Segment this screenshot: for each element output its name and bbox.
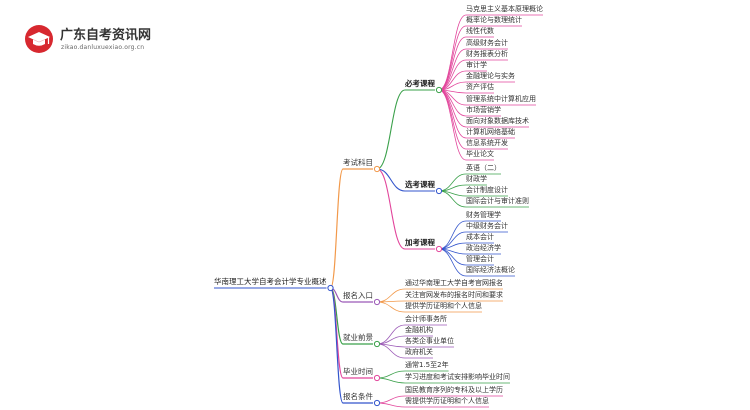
expand-toggle-icon[interactable] — [373, 165, 381, 173]
expand-toggle-icon[interactable] — [435, 245, 443, 253]
leaf-required-course[interactable]: 毕业论文 — [466, 150, 494, 158]
expand-toggle-icon[interactable] — [435, 86, 443, 94]
leaf-elective-course[interactable]: 财政学 — [466, 175, 487, 183]
site-name: 广东自考资讯网 — [60, 28, 152, 43]
branch-career-prospects[interactable]: 就业前景 — [343, 333, 373, 342]
leaf-additional-course[interactable]: 中级财务会计 — [466, 222, 508, 230]
leaf-additional-course[interactable]: 财务管理学 — [466, 211, 501, 219]
expand-toggle-icon[interactable] — [373, 340, 381, 348]
leaf-link — [376, 343, 406, 359]
leaf-career-prospect[interactable]: 会计师事务所 — [405, 315, 447, 323]
leaf-link — [376, 402, 406, 408]
leaf-link — [438, 220, 467, 250]
mindmap-root[interactable]: 华南理工大学自考会计学专业概述 — [214, 277, 327, 286]
leaf-link — [376, 335, 406, 345]
leaf-additional-course[interactable]: 成本会计 — [466, 233, 494, 241]
leaf-required-course[interactable]: 财务报表分析 — [466, 50, 508, 58]
leaf-additional-course[interactable]: 管理会计 — [466, 255, 494, 263]
branch-link — [329, 168, 344, 289]
leaf-required-course[interactable]: 信息系统开发 — [466, 139, 508, 147]
leaf-link — [438, 36, 467, 91]
branch-registration-entry[interactable]: 报名入口 — [343, 291, 373, 300]
leaf-additional-course[interactable]: 政治经济学 — [466, 244, 501, 252]
leaf-link — [376, 395, 406, 404]
leaf-link — [376, 377, 406, 384]
leaf-required-course[interactable]: 马克思主义基本原理概论 — [466, 5, 543, 13]
leaf-additional-course[interactable]: 国际经济法概论 — [466, 266, 515, 274]
leaf-elective-course[interactable]: 国际会计与审计准则 — [466, 197, 529, 205]
leaf-graduation-time[interactable]: 通常1.5至2年 — [405, 361, 449, 369]
leaf-link — [438, 59, 467, 91]
leaf-graduation-time[interactable]: 学习进度和考试安排影响毕业时间 — [405, 373, 510, 381]
leaf-required-course[interactable]: 高级财务会计 — [466, 39, 508, 47]
site-url: zikao.danluxuexiao.org.cn — [61, 44, 145, 51]
leaf-link — [438, 14, 467, 91]
leaf-required-course[interactable]: 审计学 — [466, 61, 487, 69]
leaf-registration-entry[interactable]: 关注官网发布的报名时间和要求 — [405, 291, 503, 299]
leaf-link — [438, 48, 467, 91]
leaf-required-course[interactable]: 计算机网络基础 — [466, 128, 515, 136]
graduation-cap-icon — [25, 25, 53, 53]
leaf-link — [438, 89, 467, 128]
leaf-registration-entry[interactable]: 提供学历证明和个人信息 — [405, 302, 482, 310]
leaf-link — [438, 248, 467, 277]
expand-toggle-icon[interactable] — [435, 187, 443, 195]
leaf-required-course[interactable]: 面向对象数据库技术 — [466, 117, 529, 125]
leaf-elective-course[interactable]: 英语（二） — [466, 164, 501, 172]
leaf-registration-condition[interactable]: 需提供学历证明和个人信息 — [405, 397, 489, 405]
leaf-required-course[interactable]: 资产评估 — [466, 83, 494, 91]
leaf-link — [438, 173, 467, 192]
branch-exam-subjects[interactable]: 考试科目 — [343, 158, 373, 167]
expand-toggle-icon[interactable] — [373, 298, 381, 306]
leaf-career-prospect[interactable]: 各类企事业单位 — [405, 337, 454, 345]
group-link — [376, 168, 406, 192]
expand-toggle-icon[interactable] — [373, 374, 381, 382]
site-logo[interactable]: 广东自考资讯网 zikao.danluxuexiao.org.cn — [22, 22, 162, 56]
leaf-link — [438, 89, 467, 150]
group-required-courses[interactable]: 必考课程 — [405, 79, 435, 88]
group-elective-courses[interactable]: 选考课程 — [405, 180, 435, 189]
leaf-required-course[interactable]: 金融理论与实务 — [466, 72, 515, 80]
group-link — [376, 168, 406, 250]
leaf-link — [438, 89, 467, 117]
leaf-registration-entry[interactable]: 通过华南理工大学自考官网报名 — [405, 279, 503, 287]
leaf-link — [376, 324, 406, 345]
leaf-required-course[interactable]: 线性代数 — [466, 27, 494, 35]
expand-toggle-icon[interactable] — [373, 399, 381, 407]
leaf-required-course[interactable]: 市场营销学 — [466, 106, 501, 114]
expand-toggle-icon[interactable] — [327, 284, 334, 292]
leaf-career-prospect[interactable]: 政府机关 — [405, 348, 433, 356]
leaf-link — [438, 89, 467, 161]
group-additional-courses[interactable]: 加考课程 — [405, 238, 435, 247]
branch-graduation-time[interactable]: 毕业时间 — [343, 367, 373, 376]
branch-link — [329, 287, 344, 404]
leaf-link — [376, 301, 406, 313]
leaf-career-prospect[interactable]: 金融机构 — [405, 326, 433, 334]
leaf-registration-condition[interactable]: 国民教育序列的专科及以上学历 — [405, 386, 503, 394]
group-link — [376, 89, 406, 170]
branch-registration-conditions[interactable]: 报名条件 — [343, 392, 373, 401]
leaf-elective-course[interactable]: 会计制度设计 — [466, 186, 508, 194]
leaf-link — [376, 370, 406, 379]
leaf-required-course[interactable]: 概率论与数理统计 — [466, 16, 522, 24]
leaf-link — [376, 288, 406, 303]
leaf-required-course[interactable]: 管理系统中计算机应用 — [466, 95, 536, 103]
